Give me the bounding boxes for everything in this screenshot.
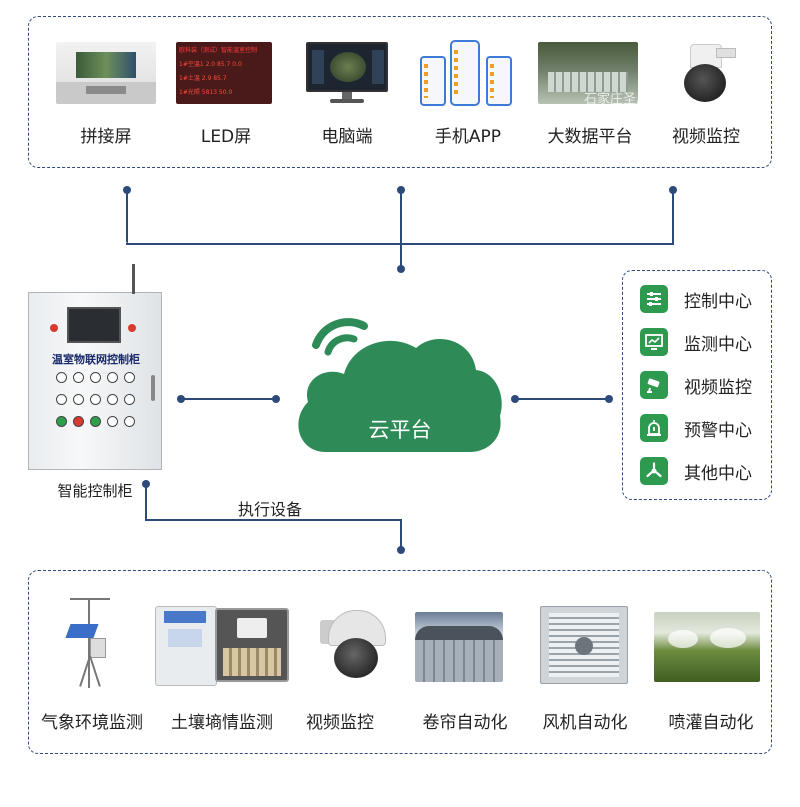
control-sliders-icon xyxy=(640,285,668,313)
connector-dot xyxy=(605,395,613,403)
management-center-panel xyxy=(622,270,772,500)
bottom-item-label-4: 风机自动化 xyxy=(542,713,628,733)
cabinet-button xyxy=(107,416,118,427)
led-screen-image: 欧科装（测试）智能温室控制 1#空温1 2.0 85.7 0.0 1#土温 2.… xyxy=(176,42,272,104)
connector-line xyxy=(515,398,609,400)
top-item-label-1: LED屏 xyxy=(200,127,252,147)
execution-equipment-label: 执行设备 xyxy=(238,500,303,519)
connector-line xyxy=(400,519,402,549)
cabinet-antenna xyxy=(132,264,135,294)
side-item-control-center: 控制中心 xyxy=(640,285,752,313)
connector-line xyxy=(181,398,276,400)
led-line-3: 1#土温 2.9 85.7 xyxy=(179,75,227,82)
camera-icon xyxy=(640,371,668,399)
weather-station-image xyxy=(60,596,120,688)
bottom-item-label-1: 土壤墒情监测 xyxy=(171,713,273,733)
side-item-label: 控制中心 xyxy=(684,291,752,312)
top-item-label-4: 大数据平台 xyxy=(547,127,633,147)
watermark-text: 石家庄圣启科技 xyxy=(584,92,638,104)
top-item-label-0: 拼接屏 xyxy=(80,127,132,147)
bottom-item-label-2: 视频监控 xyxy=(306,713,374,733)
side-item-monitoring-center: 监测中心 xyxy=(640,328,752,356)
bottom-item-label-5: 喷灌自动化 xyxy=(668,713,754,733)
side-item-label: 其他中心 xyxy=(684,463,752,484)
cabinet-button xyxy=(124,372,135,383)
cloud-label: 云平台 xyxy=(368,418,432,442)
cloud-platform-icon xyxy=(298,318,502,452)
connector-dot xyxy=(397,265,405,273)
connector-line xyxy=(126,243,674,245)
ptz-camera-image xyxy=(676,42,736,104)
alarm-icon xyxy=(640,414,668,442)
led-line-1: 欧科装（测试）智能温室控制 xyxy=(179,47,258,54)
indicator-light-red xyxy=(128,324,136,332)
splice-screen-image xyxy=(56,42,156,104)
cabinet-button xyxy=(90,416,101,427)
connector-line xyxy=(672,190,674,243)
led-line-2: 1#空温1 2.0 85.7 0.0 xyxy=(179,61,242,68)
side-item-other-center: 其他中心 xyxy=(640,457,752,485)
side-item-label: 视频监控 xyxy=(684,377,752,398)
side-item-alarm-center: 预警中心 xyxy=(640,414,752,442)
cabinet-button xyxy=(107,394,118,405)
indicator-light-red xyxy=(50,324,58,332)
connector-line xyxy=(126,190,128,243)
cabinet-caption: 智能控制柜 xyxy=(57,482,133,500)
cabinet-button xyxy=(90,372,101,383)
mobile-app-image xyxy=(420,40,516,106)
connector-line xyxy=(145,519,401,521)
cabinet-button xyxy=(56,416,67,427)
soil-sensor-kit-image xyxy=(155,604,291,686)
monitor-chart-icon xyxy=(640,328,668,356)
connector-dot xyxy=(397,546,405,554)
cabinet-button xyxy=(73,372,84,383)
connector-line xyxy=(400,190,402,268)
top-item-label-2: 电脑端 xyxy=(321,127,373,147)
cabinet-button xyxy=(56,394,67,405)
computer-monitor-image xyxy=(306,42,388,104)
roller-shutter-greenhouse-image xyxy=(415,612,503,682)
cabinet-button xyxy=(124,394,135,405)
side-item-label: 监测中心 xyxy=(684,334,752,355)
bottom-item-label-3: 卷帘自动化 xyxy=(422,713,508,733)
side-item-label: 预警中心 xyxy=(684,420,752,441)
cabinet-button xyxy=(56,372,67,383)
display-terminals-panel xyxy=(28,16,772,168)
top-item-label-5: 视频监控 xyxy=(672,127,740,147)
bottom-item-label-0: 气象环境监测 xyxy=(41,713,143,733)
side-item-video-monitoring: 视频监控 xyxy=(640,371,752,399)
cabinet-button xyxy=(107,372,118,383)
execution-equipment-panel xyxy=(28,570,772,754)
cabinet-button xyxy=(73,394,84,405)
cabinet-button xyxy=(124,416,135,427)
exhaust-fan-image xyxy=(540,606,628,684)
cabinet-button xyxy=(73,416,84,427)
big-data-platform-image: 石家庄圣启科技 xyxy=(538,42,638,104)
cabinet-touchscreen xyxy=(67,307,121,343)
hub-icon xyxy=(640,457,668,485)
connector-line xyxy=(145,484,147,520)
sprinkler-irrigation-image xyxy=(654,612,760,682)
led-line-4: 1#光照 5813 50.0 xyxy=(179,89,233,96)
dome-camera-image xyxy=(316,604,386,686)
cabinet-title: 温室物联网控制柜 xyxy=(52,353,140,366)
top-item-label-3: 手机APP xyxy=(434,127,502,147)
connector-dot xyxy=(272,395,280,403)
cabinet-button xyxy=(90,394,101,405)
